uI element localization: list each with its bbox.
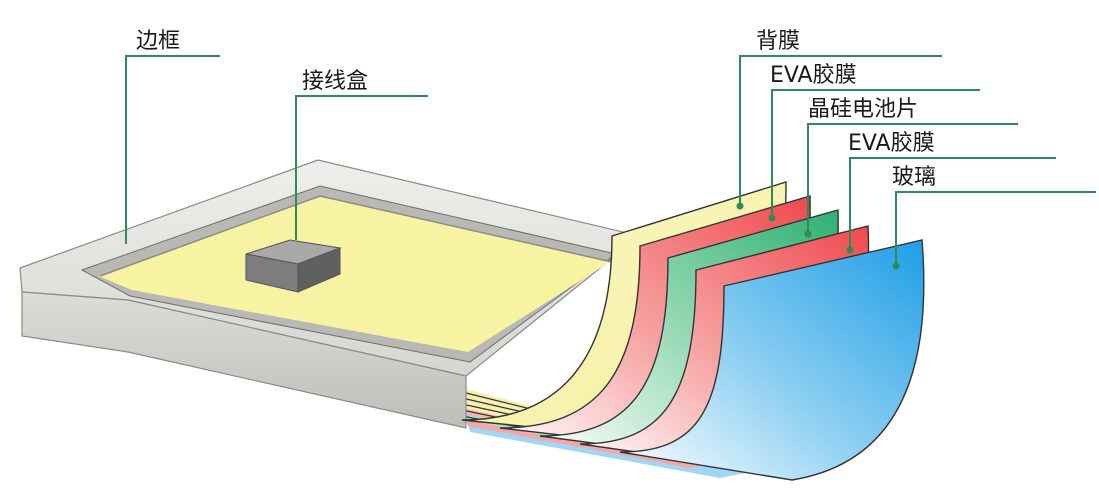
cells-leader-line bbox=[807, 123, 1018, 232]
junction-box-side bbox=[297, 247, 341, 293]
eva-bottom-leader-line bbox=[849, 157, 1056, 248]
cells-leader-dot bbox=[804, 230, 812, 238]
eva-top-leader-dot bbox=[768, 214, 776, 222]
callout-junction-box: 接线盒 bbox=[295, 69, 428, 240]
callout-eva-bottom: EVA胶膜 bbox=[846, 131, 1056, 254]
frame-front-face bbox=[21, 291, 467, 429]
callout-cells: 晶硅电池片 bbox=[804, 97, 1018, 238]
callout-glass: 玻璃 bbox=[892, 165, 1096, 270]
eva-top-leader-line bbox=[771, 89, 980, 216]
cells-label: 晶硅电池片 bbox=[808, 97, 918, 122]
glass-label: 玻璃 bbox=[892, 165, 936, 190]
frame bbox=[19, 159, 642, 429]
glass-layer bbox=[619, 239, 925, 481]
junction-box-leader-line bbox=[295, 95, 428, 240]
frame-label: 边框 bbox=[136, 29, 180, 54]
junction-box bbox=[245, 239, 342, 293]
glass-leader-line bbox=[895, 191, 1096, 264]
back-sheet-leader-dot bbox=[736, 202, 744, 210]
callout-eva-top: EVA胶膜 bbox=[768, 63, 980, 222]
junction-box-label: 接线盒 bbox=[302, 69, 368, 94]
back-sheet-label: 背膜 bbox=[756, 29, 800, 54]
callout-back-sheet: 背膜 bbox=[736, 29, 942, 210]
eva-top-label: EVA胶膜 bbox=[770, 63, 857, 88]
frame-inner-edge bbox=[99, 195, 613, 277]
back-sheet-surface bbox=[98, 196, 610, 352]
glass-leader-dot bbox=[892, 262, 900, 270]
frame-leader-line bbox=[125, 55, 220, 244]
eva-bottom-leader-dot bbox=[846, 246, 854, 254]
back-sheet-leader-line bbox=[739, 55, 942, 204]
eva-bottom-label: EVA胶膜 bbox=[848, 131, 935, 156]
callout-frame: 边框 bbox=[125, 29, 220, 244]
peeled-layers bbox=[461, 181, 925, 481]
